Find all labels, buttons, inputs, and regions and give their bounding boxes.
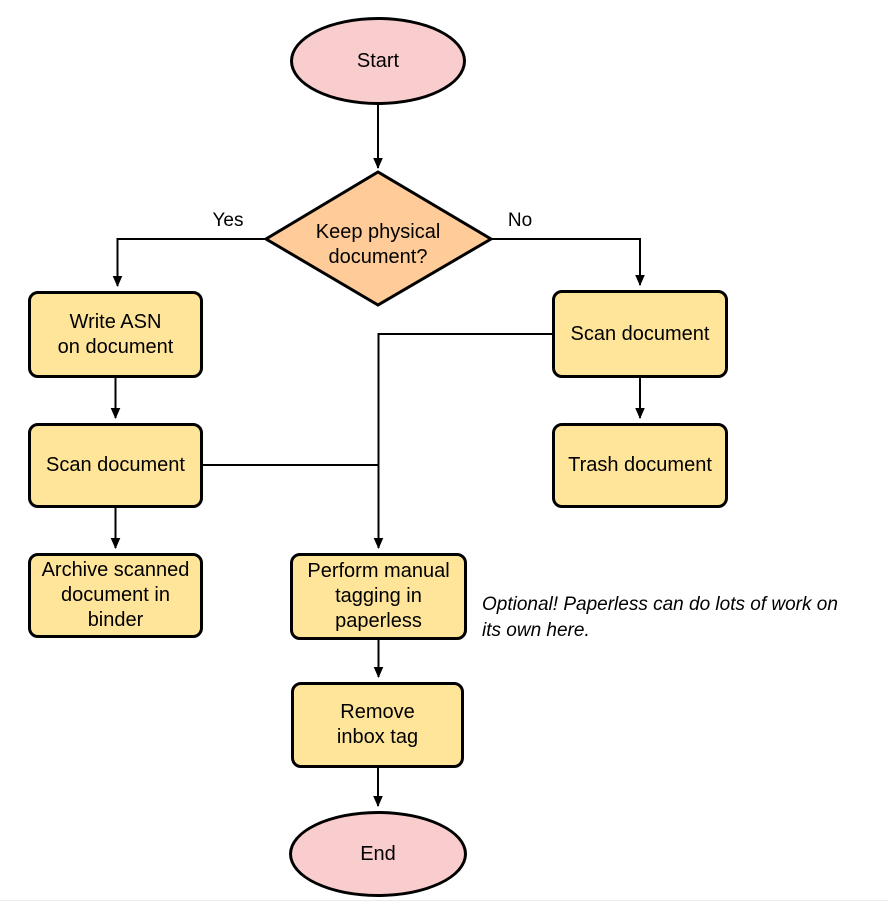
- label-line: End: [360, 842, 396, 865]
- node-scan-right: Scan document: [552, 290, 728, 378]
- decision-diamond: [263, 170, 494, 307]
- node-label: Keep physical document?: [316, 220, 441, 270]
- node-label: Remove inbox tag: [337, 700, 418, 750]
- node-label: Trash document: [568, 453, 712, 478]
- label-line: paperless: [335, 610, 422, 632]
- node-start: Start: [290, 17, 466, 105]
- label-line: binder: [87, 609, 144, 631]
- edge-decision-write-asn-yes: [112, 238, 266, 287]
- label-line: document?: [328, 246, 428, 268]
- node-archive: Archive scanned document in binder: [28, 553, 203, 638]
- node-remove-inbox: Remove inbox tag: [291, 682, 464, 768]
- edge-decision-scan-right-no: [490, 238, 645, 286]
- optional-note: Optional! Paperless can do lots of work …: [482, 592, 838, 644]
- page-bottom-divider: [0, 900, 888, 901]
- label-line: Scan document: [570, 322, 710, 345]
- node-end: End: [289, 811, 467, 897]
- node-scan-left: Scan document: [28, 423, 203, 508]
- node-trash: Trash document: [552, 423, 728, 508]
- label-line: document in: [61, 584, 170, 606]
- label-line: Remove: [340, 701, 415, 723]
- node-label: End: [360, 842, 396, 867]
- note-line: its own here.: [482, 620, 590, 641]
- label-line: Trash document: [568, 454, 712, 476]
- label-line: Perform manual: [307, 560, 450, 582]
- label-line: Start: [356, 49, 400, 72]
- label-line: on document: [57, 335, 174, 358]
- edge-label-no: No: [494, 210, 546, 232]
- edge-scan-right-tagging: [373, 333, 552, 549]
- label-line: tagging in: [335, 585, 422, 607]
- label-line: Keep physical: [315, 221, 441, 243]
- node-label: Perform manual tagging in paperless: [307, 559, 449, 634]
- node-write-asn: Write ASN on document: [28, 291, 203, 378]
- note-line: Optional! Paperless can do lots of work …: [482, 594, 838, 615]
- node-label: Scan document: [46, 453, 185, 478]
- node-label: Scan document: [571, 322, 710, 347]
- node-tagging: Perform manual tagging in paperless: [290, 553, 467, 640]
- node-label: Archive scanned document in binder: [42, 558, 190, 633]
- node-decision: Keep physical document?: [286, 212, 470, 278]
- label-line: Write ASN: [69, 310, 162, 333]
- node-label: Write ASN on document: [58, 310, 174, 360]
- label-line: inbox tag: [336, 726, 419, 748]
- label-line: Archive scanned: [41, 559, 190, 581]
- edge-label-yes: Yes: [198, 210, 258, 232]
- label-line: Scan document: [46, 454, 185, 476]
- node-label: Start: [357, 49, 399, 74]
